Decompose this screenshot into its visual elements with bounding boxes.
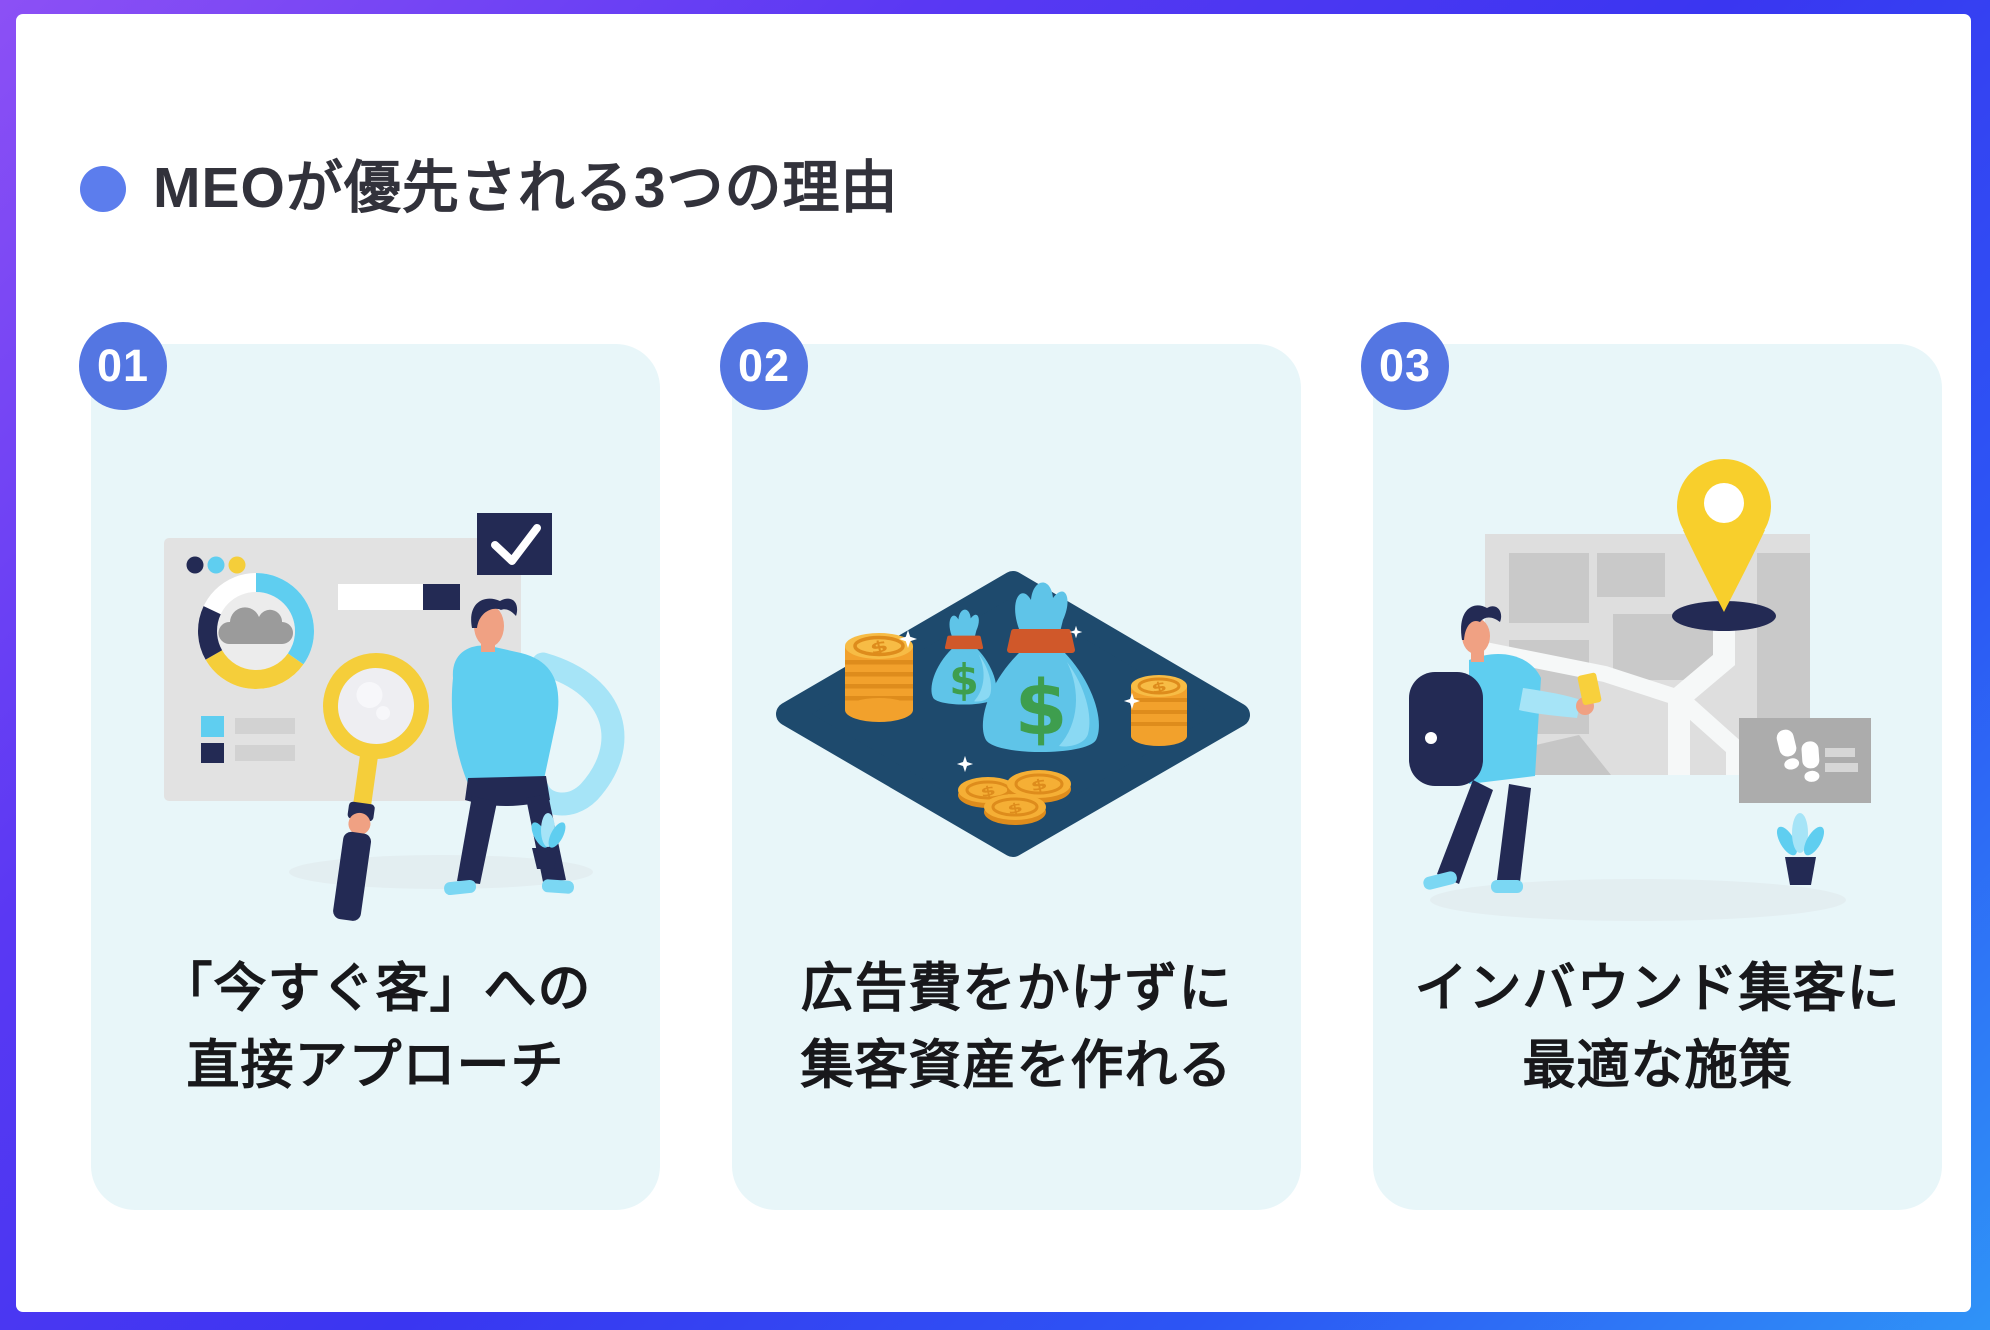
coin-stack-left-icon: $	[845, 633, 913, 722]
coin-stack-right-icon: $	[1131, 675, 1187, 746]
footprints-icon	[1776, 729, 1820, 782]
cloud-icon	[218, 607, 293, 644]
traveler-hair	[1461, 605, 1502, 640]
search-button	[423, 584, 460, 610]
caption-line-1: 「今すぐ客」への	[159, 959, 592, 1018]
coin-pile-icon: $ $ $	[958, 770, 1071, 825]
card-caption: 「今すぐ客」への 直接アプローチ	[91, 950, 660, 1104]
dollar-symbol: $	[1029, 775, 1049, 795]
map-road	[1673, 691, 1744, 775]
search-dashboard-illustration	[164, 513, 625, 921]
slide-canvas: MEOが優先される3つの理由 01	[16, 14, 1971, 1312]
window-dot-navy	[186, 556, 204, 574]
card-number-badge: 03	[1361, 322, 1449, 410]
search-bar	[338, 584, 423, 610]
list-rows	[201, 716, 295, 763]
caption-line-2: 集客資産を作れる	[800, 1036, 1233, 1095]
traveler-arm	[1519, 688, 1581, 718]
magnifier-icon	[323, 653, 429, 921]
card-03: 03	[1361, 322, 1942, 1210]
money-illustration: $ $	[776, 571, 1250, 857]
dollar-symbol: $	[979, 783, 997, 801]
pin-shadow	[1672, 601, 1776, 631]
window-dot-cyan	[207, 556, 225, 574]
caption-line-2: 最適な施策	[1522, 1036, 1793, 1095]
card-number-badge: 02	[720, 322, 808, 410]
card-caption: 広告費をかけずに 集客資産を作れる	[732, 950, 1301, 1104]
cards-row: 01	[79, 322, 1942, 1210]
dollar-symbol: $	[1006, 800, 1024, 818]
checkmark-icon	[491, 524, 541, 565]
page-title-row: MEOが優先される3つの理由	[80, 160, 899, 217]
donut-chart	[198, 573, 314, 689]
checkmark-box	[477, 513, 552, 575]
plant-icon	[1776, 813, 1825, 885]
location-pin-icon	[1672, 459, 1776, 631]
dollar-symbol: $	[1150, 678, 1169, 697]
plant-icon	[531, 813, 566, 869]
map-illustration	[1409, 459, 1871, 921]
caption-line-1: 広告費をかけずに	[800, 959, 1233, 1018]
page-title: MEOが優先される3つの理由	[153, 156, 899, 220]
map-road	[1668, 626, 1735, 775]
title-bullet-icon	[80, 165, 126, 212]
card-02: 02 $	[720, 322, 1301, 1210]
card-01: 01	[79, 322, 660, 1210]
ground-shadow	[1430, 879, 1846, 921]
map-road	[1483, 642, 1682, 706]
caption-line-1: インバウンド集客に	[1414, 959, 1901, 1018]
card-caption: インバウンド集客に 最適な施策	[1373, 950, 1942, 1104]
traveler-head	[1462, 618, 1490, 654]
person-hair	[471, 598, 518, 628]
caption-line-2: 直接アプローチ	[186, 1036, 565, 1095]
person-analyst	[444, 598, 625, 896]
window-dot-yellow	[228, 556, 246, 574]
phone-icon	[1577, 672, 1602, 705]
footprints-sign	[1739, 718, 1871, 803]
backpack-icon	[1409, 672, 1483, 786]
card-number-badge: 01	[79, 322, 167, 410]
traveler-person	[1409, 605, 1602, 893]
dollar-symbol: $	[868, 636, 890, 658]
